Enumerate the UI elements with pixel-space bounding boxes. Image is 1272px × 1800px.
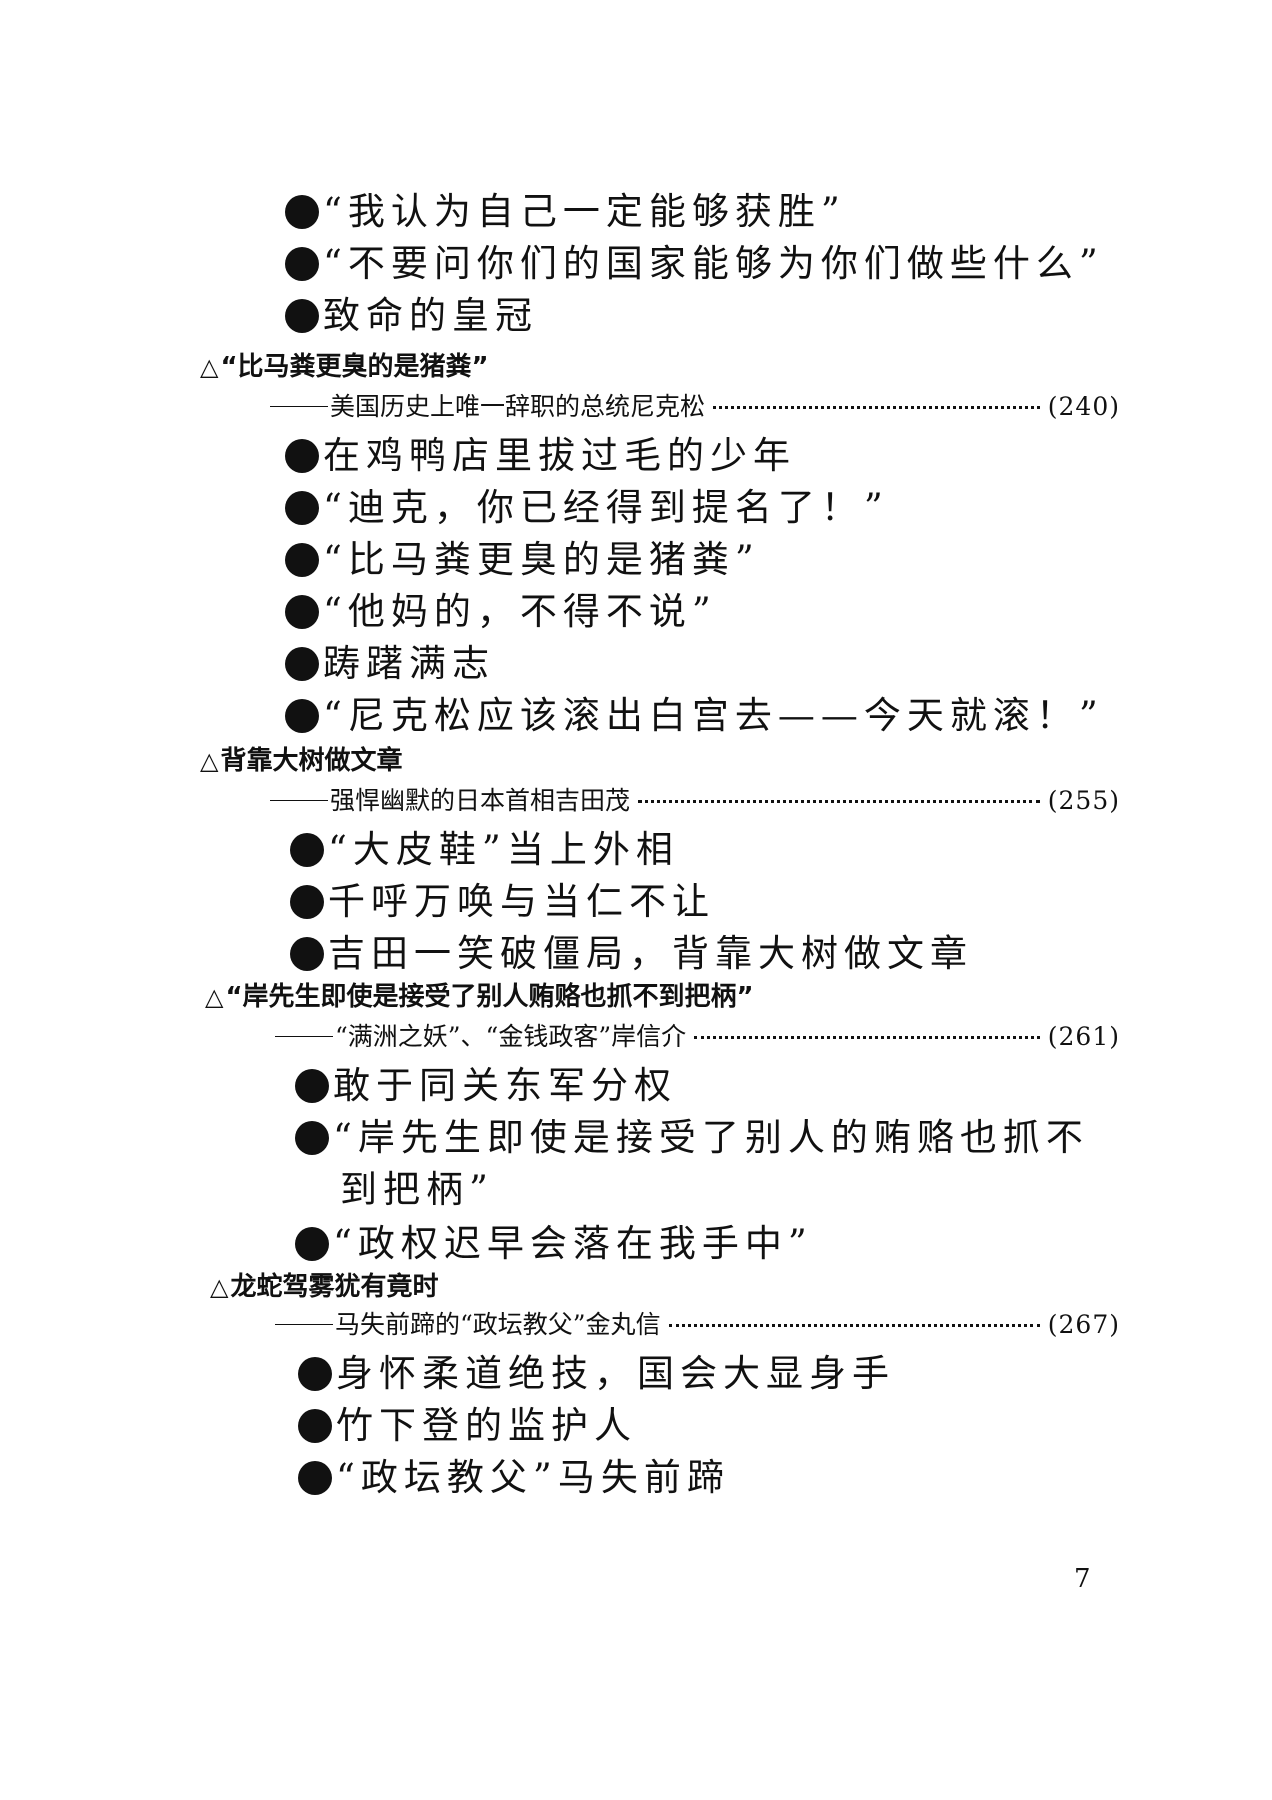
- bullet-icon: [285, 491, 319, 525]
- dash-icon: [275, 1036, 333, 1037]
- bullet-icon: [290, 885, 324, 919]
- bullet-icon: [298, 1357, 332, 1391]
- dot-leader: [668, 1324, 1040, 1327]
- section-heading: △“岸先生即使是接受了别人贿赂也抓不到把柄”: [205, 982, 754, 1012]
- section-heading: △龙蛇驾雾犹有竟时: [210, 1272, 439, 1302]
- toc-item: “政坛教父”马失前蹄: [298, 1454, 730, 1502]
- toc-item: 敢于同关东军分权: [295, 1062, 677, 1110]
- toc-item: 竹下登的监护人: [298, 1402, 637, 1450]
- dash-icon: [275, 1324, 333, 1325]
- toc-item: 身怀柔道绝技，国会大显身手: [298, 1350, 895, 1398]
- section-heading: △“比马粪更臭的是猪粪”: [200, 352, 489, 382]
- toc-item: 在鸡鸭店里拔过毛的少年: [285, 432, 796, 480]
- bullet-icon: [285, 647, 319, 681]
- section-subtitle-row: 美国历史上唯一辞职的总统尼克松 (240): [270, 390, 1120, 424]
- page-number: 7: [1074, 1564, 1091, 1594]
- bullet-icon: [285, 439, 319, 473]
- section-subtitle-row: 强悍幽默的日本首相吉田茂 (255): [270, 784, 1120, 818]
- triangle-icon: △: [200, 353, 219, 381]
- bullet-icon: [285, 699, 319, 733]
- triangle-icon: △: [210, 1273, 229, 1301]
- toc-item: 踌躇满志: [285, 640, 495, 688]
- bullet-icon: [290, 937, 324, 971]
- dot-leader: [713, 406, 1040, 409]
- bullet-icon: [298, 1409, 332, 1443]
- toc-item: “我认为自己一定能够获胜”: [285, 188, 846, 236]
- toc-item: “尼克松应该滚出白宫去——今天就滚！”: [285, 692, 1104, 740]
- section-subtitle-row: 马失前蹄的“政坛教父”金丸信 (267): [275, 1308, 1120, 1342]
- toc-item: “比马粪更臭的是猪粪”: [285, 536, 760, 584]
- bullet-icon: [285, 247, 319, 281]
- dot-leader: [638, 800, 1040, 803]
- toc-item-continuation: 到把柄”: [340, 1168, 494, 1211]
- toc-item: 千呼万唤与当仁不让: [290, 878, 715, 926]
- bullet-icon: [285, 195, 319, 229]
- bullet-icon: [295, 1121, 329, 1155]
- bullet-icon: [285, 595, 319, 629]
- toc-item: “政权迟早会落在我手中”: [295, 1220, 813, 1268]
- bullet-icon: [285, 299, 319, 333]
- bullet-icon: [295, 1069, 329, 1103]
- bullet-icon: [290, 833, 324, 867]
- toc-item: “他妈的，不得不说”: [285, 588, 717, 636]
- toc-item: “岸先生即使是接受了别人的贿赂也抓不: [295, 1114, 1089, 1162]
- triangle-icon: △: [205, 983, 224, 1011]
- bullet-icon: [298, 1461, 332, 1495]
- bullet-icon: [285, 543, 319, 577]
- section-subtitle-row: “满洲之妖”、“金钱政客”岸信介 (261): [275, 1020, 1120, 1054]
- toc-item: “大皮鞋”当上外相: [290, 826, 679, 874]
- toc-item: 致命的皇冠: [285, 292, 538, 340]
- section-heading: △背靠大树做文章: [200, 746, 403, 776]
- dot-leader: [694, 1036, 1040, 1039]
- dash-icon: [270, 800, 328, 801]
- dash-icon: [270, 406, 328, 407]
- toc-item: 吉田一笑破僵局，背靠大树做文章: [290, 930, 973, 978]
- toc-item: “迪克，你已经得到提名了！”: [285, 484, 889, 532]
- bullet-icon: [295, 1227, 329, 1261]
- triangle-icon: △: [200, 747, 219, 775]
- toc-item: “不要问你们的国家能够为你们做些什么”: [285, 240, 1104, 288]
